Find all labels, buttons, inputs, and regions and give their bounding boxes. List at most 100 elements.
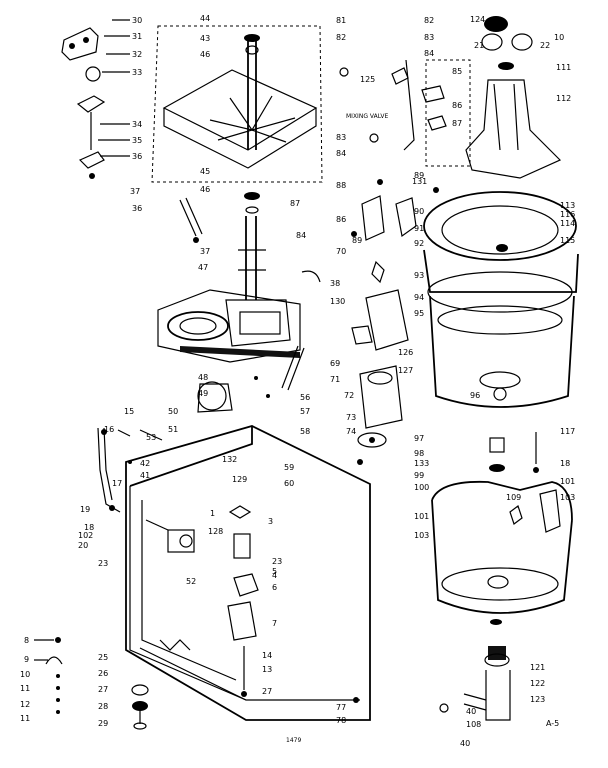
label-122: 122	[530, 679, 545, 688]
agitator	[465, 16, 562, 179]
label-86b: 86	[336, 215, 346, 224]
label-56: 56	[300, 393, 310, 402]
label-25: 25	[98, 653, 108, 662]
label-19: 19	[80, 505, 90, 514]
label-89b: 89	[414, 171, 424, 180]
mixing-valve-parts	[339, 59, 471, 167]
label-36b: 36	[132, 204, 142, 213]
label-37b: 37	[200, 247, 210, 256]
label-52: 52	[186, 577, 196, 586]
label-4: 4	[272, 571, 277, 580]
label-21: 21	[474, 41, 484, 50]
washer-cabinet	[125, 425, 371, 721]
label-121: 121	[530, 663, 545, 672]
label-35: 35	[132, 136, 142, 145]
label-33: 33	[132, 68, 142, 77]
label-85: 85	[452, 67, 462, 76]
clutch-motor-assembly	[351, 289, 409, 465]
label-32: 32	[132, 50, 142, 59]
label-18b: 18	[84, 523, 94, 532]
label-44: 44	[200, 14, 210, 23]
label-43: 43	[200, 34, 210, 43]
label-94: 94	[414, 293, 424, 302]
label-109: 109	[506, 493, 521, 502]
page-code: 1479	[286, 737, 301, 744]
label-14: 14	[262, 651, 272, 660]
outer-tub	[431, 480, 573, 625]
label-98: 98	[414, 449, 424, 458]
label-71: 71	[330, 375, 340, 384]
label-23b: 23	[272, 557, 282, 566]
label-47: 47	[198, 263, 208, 272]
label-3: 3	[268, 517, 273, 526]
label-49: 49	[198, 389, 208, 398]
label-83: 83	[424, 33, 434, 42]
label-45: 45	[200, 167, 210, 176]
label-15: 15	[124, 407, 134, 416]
label-90: 90	[414, 207, 424, 216]
label-127: 127	[398, 366, 413, 375]
label-69: 69	[330, 359, 340, 368]
label-131: 131	[412, 177, 427, 186]
label-91: 91	[414, 224, 424, 233]
label-30: 30	[132, 16, 142, 25]
label-82b: 82	[424, 16, 434, 25]
label-132: 132	[222, 455, 237, 464]
label-101b: 101	[414, 512, 429, 521]
label-20: 20	[78, 541, 88, 550]
transmission-assembly	[157, 216, 301, 413]
tub-seal-parts	[489, 432, 539, 473]
label-115: 115	[560, 236, 575, 245]
label-83b: 83	[336, 133, 346, 142]
label-125: 125	[360, 75, 375, 84]
label-70: 70	[336, 247, 346, 256]
label-133: 133	[414, 459, 429, 468]
label-112: 112	[556, 94, 571, 103]
label-78: 78	[336, 716, 346, 725]
label-86: 86	[452, 101, 462, 110]
label-26: 26	[98, 669, 108, 678]
label-5: 5	[272, 567, 277, 576]
label-7: 7	[272, 619, 277, 628]
label-103b: 103	[414, 531, 429, 540]
label-59: 59	[284, 463, 294, 472]
drain-pump	[145, 519, 195, 553]
label-31: 31	[132, 32, 142, 41]
label-111: 111	[556, 63, 571, 72]
label-18: 18	[560, 459, 570, 468]
label-89: 89	[352, 236, 362, 245]
figure-ref: A-5	[546, 719, 559, 728]
wash-basket	[423, 191, 579, 408]
label-87: 87	[452, 119, 462, 128]
label-46b: 46	[200, 185, 210, 194]
label-10b: 10	[20, 670, 30, 679]
label-96: 96	[470, 391, 480, 400]
spring-rod	[179, 197, 203, 243]
label-84c: 84	[296, 231, 306, 240]
label-103: 103	[560, 493, 575, 502]
leveling-legs	[131, 684, 359, 730]
label-60: 60	[284, 479, 294, 488]
label-114: 114	[560, 219, 575, 228]
label-53: 53	[146, 433, 156, 442]
label-124: 124	[470, 15, 485, 24]
drain-hose-assembly	[439, 646, 511, 721]
label-37: 37	[130, 187, 140, 196]
label-42: 42	[140, 459, 150, 468]
label-16: 16	[104, 425, 114, 434]
label-84: 84	[424, 49, 434, 58]
label-10: 10	[554, 33, 564, 42]
label-51: 51	[168, 425, 178, 434]
label-27b: 27	[262, 687, 272, 696]
label-88: 88	[336, 181, 346, 190]
label-6: 6	[272, 583, 277, 592]
label-108: 108	[466, 720, 481, 729]
label-77: 77	[336, 703, 346, 712]
label-72: 72	[344, 391, 354, 400]
label-97: 97	[414, 434, 424, 443]
label-13: 13	[262, 665, 272, 674]
label-99: 99	[414, 471, 424, 480]
label-87b: 87	[290, 199, 300, 208]
label-101: 101	[560, 477, 575, 486]
label-34: 34	[132, 120, 142, 129]
